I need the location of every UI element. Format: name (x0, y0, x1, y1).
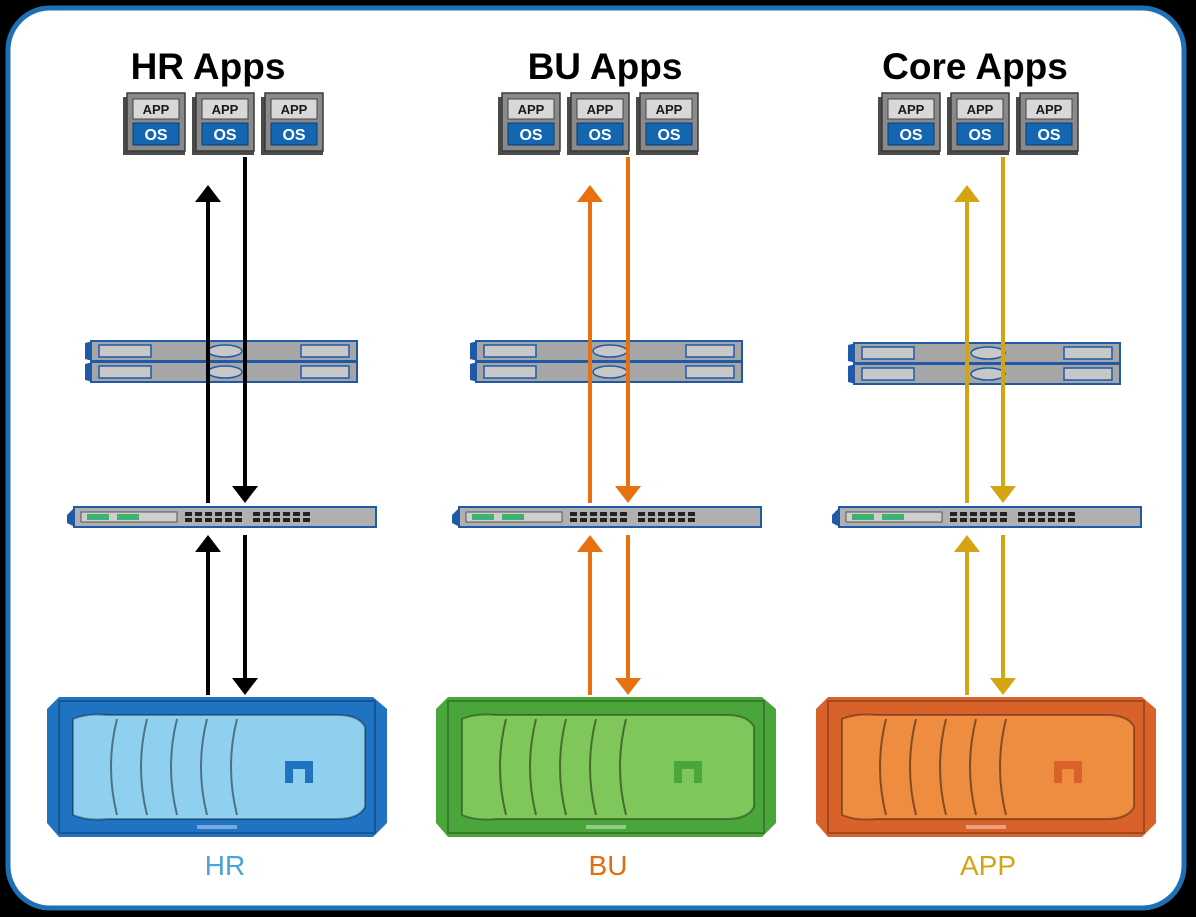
vm-app-text: APP (967, 102, 994, 117)
storage-array (436, 697, 776, 837)
vm-app-text: APP (143, 102, 170, 117)
vm-icon: APP OS (567, 92, 630, 155)
vm-app-text: APP (656, 102, 683, 117)
arrow-up-top (195, 185, 221, 503)
vm-app-text: APP (587, 102, 614, 117)
column-bu: BU Apps APP OS APP OS APP OS BU (436, 46, 776, 881)
frame-border (5, 5, 1187, 911)
column-title: HR Apps (131, 46, 286, 87)
diagram-frame: HR Apps APP OS APP OS APP OS HR BU Apps APP OS… (5, 5, 1187, 911)
vm-os-text: OS (282, 127, 305, 144)
vm-icon: APP OS (192, 92, 255, 155)
vm-icon: APP OS (878, 92, 941, 155)
vm-os-text: OS (657, 127, 680, 144)
arrow-down-bottom (990, 535, 1016, 695)
vm-os-text: OS (1037, 127, 1060, 144)
vm-icon: APP OS (261, 92, 324, 155)
vm-row: APP OS APP OS APP OS (878, 92, 1079, 155)
server-unit (470, 340, 743, 362)
arrows (195, 157, 258, 695)
arrow-down-top (990, 157, 1016, 503)
arrows (577, 157, 641, 695)
arrows (954, 157, 1016, 695)
server-pair (848, 342, 1121, 385)
arrow-up-bottom (954, 535, 980, 695)
vm-app-text: APP (281, 102, 308, 117)
column-label: HR (205, 850, 245, 881)
arrow-down-bottom (232, 535, 258, 695)
column-label: APP (960, 850, 1016, 881)
vm-app-text: APP (212, 102, 239, 117)
column-title: Core Apps (882, 46, 1068, 87)
server-unit (85, 361, 358, 383)
column-core: Core Apps APP OS APP OS APP OS APP (816, 46, 1156, 881)
arrow-up-bottom (577, 535, 603, 695)
vm-icon: APP OS (636, 92, 699, 155)
server-unit (85, 340, 358, 362)
server-pair (470, 340, 743, 383)
vm-icon: APP OS (1016, 92, 1079, 155)
server-pair (85, 340, 358, 383)
arrow-up-bottom (195, 535, 221, 695)
vm-row: APP OS APP OS APP OS (498, 92, 699, 155)
vm-row: APP OS APP OS APP OS (123, 92, 324, 155)
column-title: BU Apps (528, 46, 683, 87)
column-label: BU (589, 850, 628, 881)
server-unit (470, 361, 743, 383)
arrow-up-top (577, 185, 603, 503)
network-switch (452, 506, 762, 528)
vm-app-text: APP (1036, 102, 1063, 117)
vm-icon: APP OS (123, 92, 186, 155)
vm-icon: APP OS (947, 92, 1010, 155)
vm-os-text: OS (899, 127, 922, 144)
vm-os-text: OS (968, 127, 991, 144)
vm-app-text: APP (518, 102, 545, 117)
column-hr: HR Apps APP OS APP OS APP OS HR (47, 46, 387, 881)
storage-array (816, 697, 1156, 837)
server-unit (848, 363, 1121, 385)
vm-app-text: APP (898, 102, 925, 117)
arrow-down-top (615, 157, 641, 503)
vm-os-text: OS (213, 127, 236, 144)
vm-os-text: OS (588, 127, 611, 144)
arrow-down-top (232, 157, 258, 503)
vm-os-text: OS (519, 127, 542, 144)
vm-icon: APP OS (498, 92, 561, 155)
arrow-up-top (954, 185, 980, 503)
diagram-canvas: HR Apps APP OS APP OS APP OS HR BU Apps APP OS… (5, 5, 1187, 911)
arrow-down-bottom (615, 535, 641, 695)
server-unit (848, 342, 1121, 364)
network-switch (67, 506, 377, 528)
storage-array (47, 697, 387, 837)
network-switch (832, 506, 1142, 528)
vm-os-text: OS (144, 127, 167, 144)
